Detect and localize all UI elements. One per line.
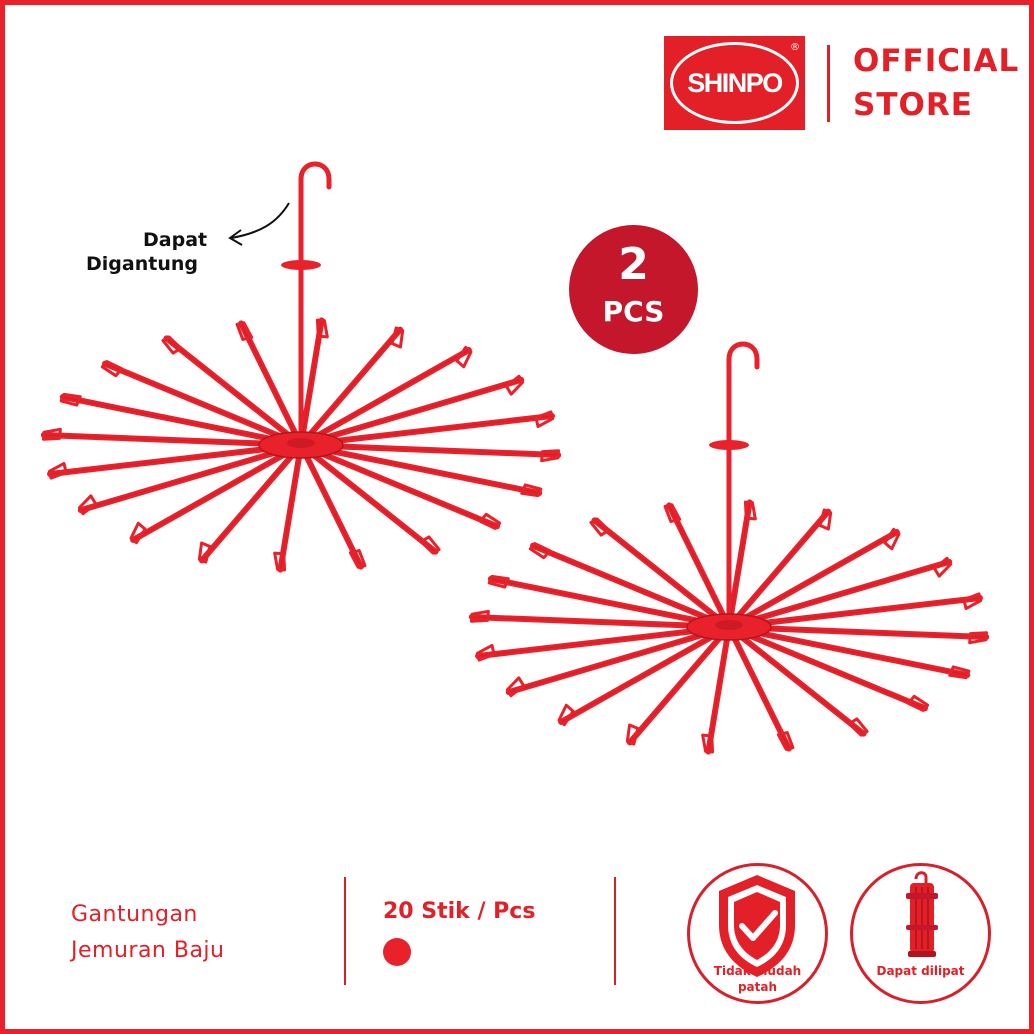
feature-durable-caption1: Tidak mudah	[713, 964, 802, 978]
hanger-left-icon	[40, 161, 562, 573]
official-store-line1: OFFICIAL	[853, 43, 1020, 79]
product-illustration	[40, 161, 990, 755]
info-divider-1	[344, 877, 346, 985]
callout-arrow-icon	[228, 202, 290, 246]
logo-text: SHINPO	[687, 67, 783, 98]
callout-line2: Digantung	[86, 253, 198, 275]
folded-hanger-icon	[906, 871, 938, 957]
logo-oval: SHINPO	[670, 42, 799, 124]
quantity-unit: PCS	[602, 295, 665, 328]
product-name-line1: Gantungan	[71, 902, 198, 927]
official-store-line2: STORE	[853, 87, 973, 123]
feature-foldable: Dapat dilipat	[850, 863, 991, 1004]
registered-mark: ®	[790, 42, 800, 53]
quantity-badge: 2 PCS	[569, 225, 698, 354]
feature-durable: Tidak mudah patah	[687, 863, 828, 1004]
callout-line1: Dapat	[143, 229, 208, 251]
feature-durable-caption2: patah	[737, 980, 778, 994]
color-swatch	[383, 938, 411, 966]
shinpo-logo: SHINPO ®	[664, 36, 805, 130]
shield-check-icon	[719, 875, 795, 977]
hanger-right-icon	[468, 341, 990, 755]
product-name-line2: Jemuran Baju	[71, 938, 225, 963]
header-divider	[827, 45, 830, 122]
feature-foldable-caption: Dapat dilipat	[876, 964, 965, 978]
info-divider-2	[614, 877, 616, 985]
sticks-count: 20 Stik / Pcs	[383, 899, 536, 924]
quantity-number: 2	[618, 239, 649, 290]
